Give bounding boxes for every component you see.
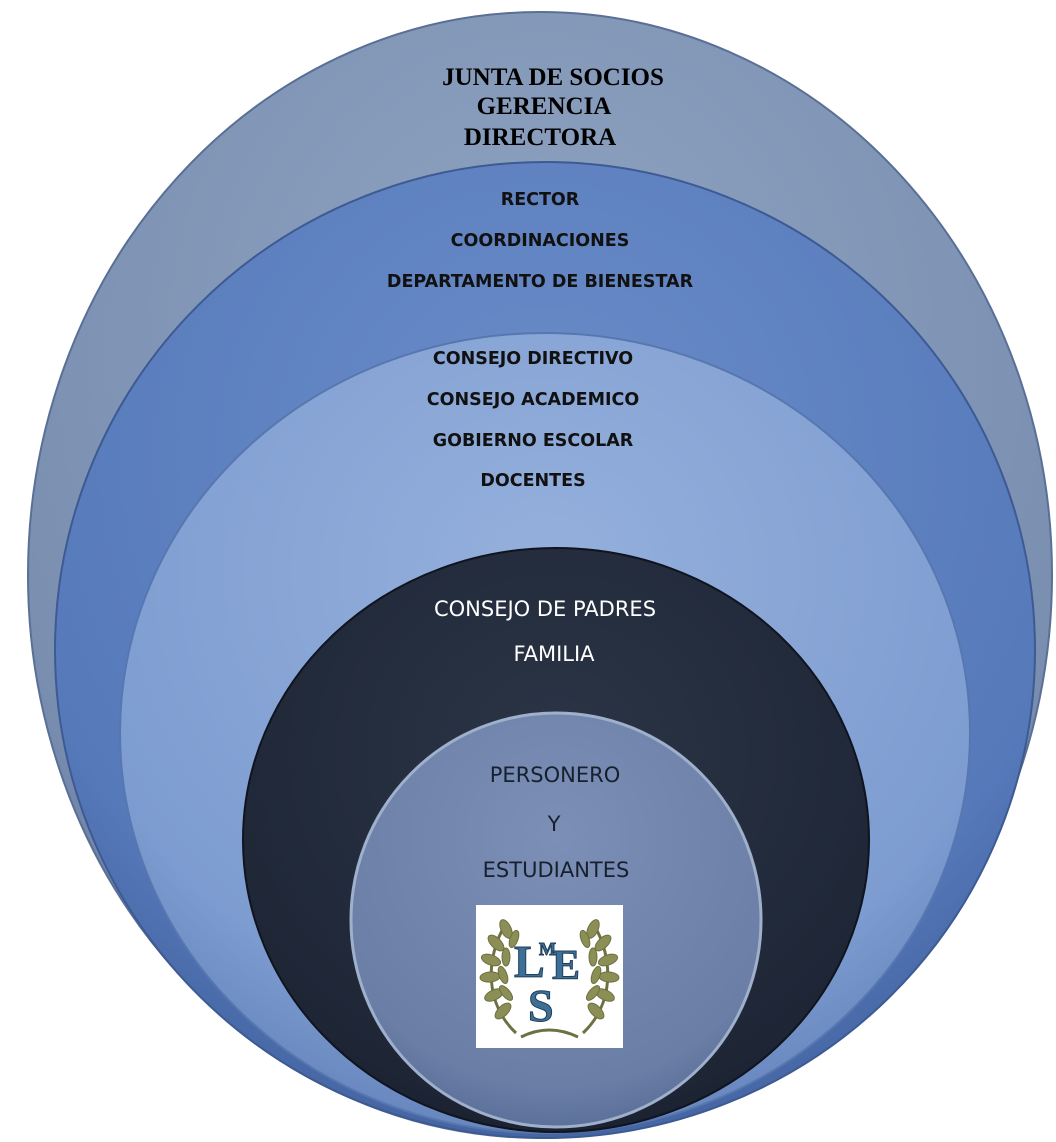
logo-letter-e: E bbox=[552, 943, 580, 989]
ring-5-label-2: Y bbox=[547, 812, 561, 836]
ring-4-label-2: FAMILIA bbox=[513, 642, 595, 666]
ring-1-label-1: JUNTA DE SOCIOS bbox=[442, 64, 664, 91]
ring-3-label-1: CONSEJO DIRECTIVO bbox=[432, 349, 634, 369]
ring-5-label-1: PERSONERO bbox=[489, 763, 621, 787]
ring-2-label-3: DEPARTAMENTO DE BIENESTAR bbox=[386, 272, 694, 292]
laurel-wreath-icon: L M E S bbox=[479, 919, 620, 1039]
school-logo: L M E S bbox=[476, 905, 623, 1048]
logo-letter-s: S bbox=[528, 980, 554, 1031]
logo-letter-l: L bbox=[514, 936, 545, 987]
ring-1-label-2: GERENCIA bbox=[476, 93, 612, 120]
ring-2-label-2: COORDINACIONES bbox=[450, 231, 630, 251]
ring-3-label-3: GOBIERNO ESCOLAR bbox=[432, 431, 634, 451]
ring-3-label-2: CONSEJO ACADEMICO bbox=[426, 390, 640, 410]
ring-1-label-3: DIRECTORA bbox=[463, 124, 617, 151]
ring-2-label-1: RECTOR bbox=[500, 190, 580, 210]
ring-3-label-4: DOCENTES bbox=[480, 471, 586, 491]
logo-letter-m: M bbox=[539, 939, 556, 959]
ring-5-label-3: ESTUDIANTES bbox=[482, 858, 630, 882]
ring-4-label-1: CONSEJO DE PADRES bbox=[433, 597, 657, 621]
